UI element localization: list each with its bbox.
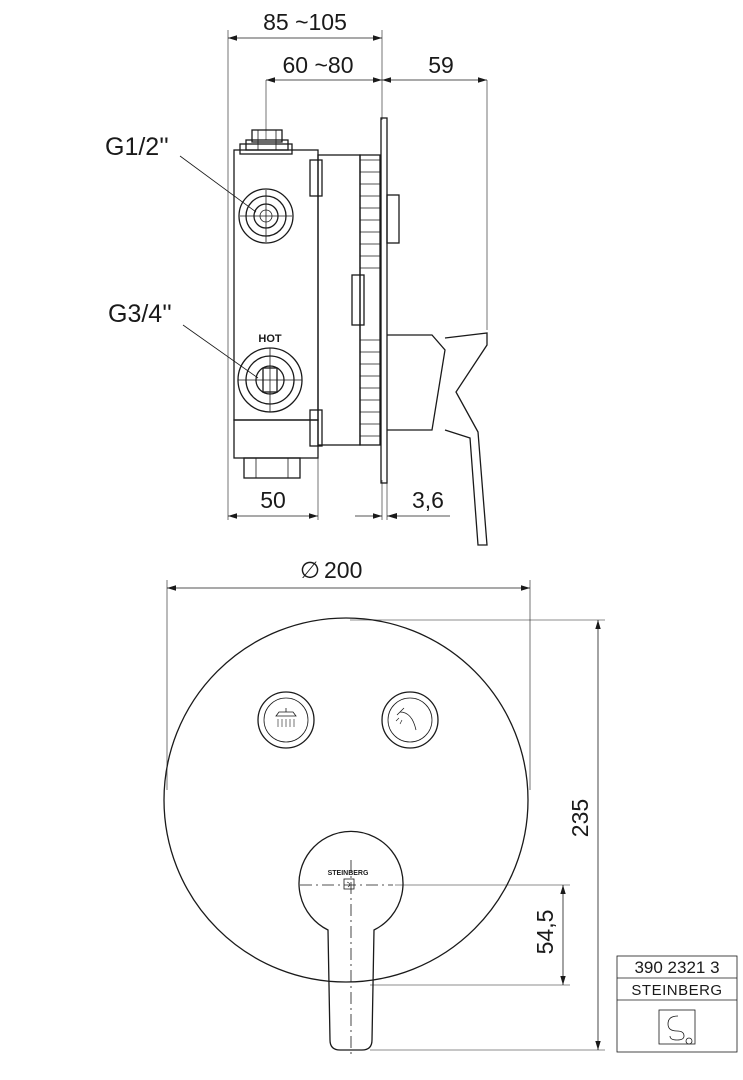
cover-plate-side: [380, 117, 388, 484]
article-number: 390 2321 3: [634, 958, 719, 977]
side-view: 85 ~105 60 ~80 59 50 3,6: [105, 9, 488, 546]
lever-body-side: [387, 334, 446, 431]
dim-plate-thickness: 3,6: [355, 487, 450, 519]
dim-box-width-label: 50: [260, 487, 286, 513]
dim-inner-range-label: 60 ~80: [283, 52, 354, 78]
dim-diameter-label: 200: [324, 557, 362, 583]
title-block-brand: STEINBERG: [631, 982, 722, 999]
cover-plate-front: [163, 617, 529, 983]
dim-depth-range-label: 85 ~105: [263, 9, 347, 35]
dim-plate-thickness-label: 3,6: [412, 487, 444, 513]
dim-depth-range: 85 ~105: [228, 9, 382, 41]
title-block: 390 2321 3 STEINBERG: [616, 955, 738, 1053]
button-shower-head: [257, 691, 315, 749]
hand-shower-icon: [395, 707, 417, 731]
lever-front: STEINBERG: [298, 830, 404, 1055]
lever-handle-side: [444, 332, 488, 546]
dim-inner-range: 60 ~80: [266, 52, 382, 83]
dim-projection-label: 59: [428, 52, 454, 78]
front-view: ∅ 200 235 54,5: [163, 557, 605, 1055]
dim-total-height-label: 235: [567, 799, 593, 837]
upper-connection: [238, 188, 294, 244]
dim-box-width: 50: [228, 487, 318, 519]
diameter-symbol: ∅: [300, 557, 320, 583]
button-hand-shower: [381, 691, 439, 749]
dim-lever-offset-label: 54,5: [532, 910, 558, 955]
dim-lever-offset: 54,5: [532, 885, 566, 985]
steinberg-logo-icon: [658, 1009, 696, 1045]
upper-connection-label: G1/2'': [105, 133, 169, 161]
dim-diameter: ∅ 200: [167, 557, 530, 591]
hot-label: HOT: [258, 333, 282, 345]
dim-projection: 59: [382, 52, 487, 83]
lower-connection-label: G3/4'': [108, 300, 172, 328]
lower-connection: HOT: [237, 333, 303, 413]
frame-ribs: [360, 159, 380, 437]
dim-total-height: 235: [567, 620, 601, 1050]
brand-mark-front: STEINBERG: [328, 870, 369, 877]
shower-head-icon: [275, 708, 297, 727]
